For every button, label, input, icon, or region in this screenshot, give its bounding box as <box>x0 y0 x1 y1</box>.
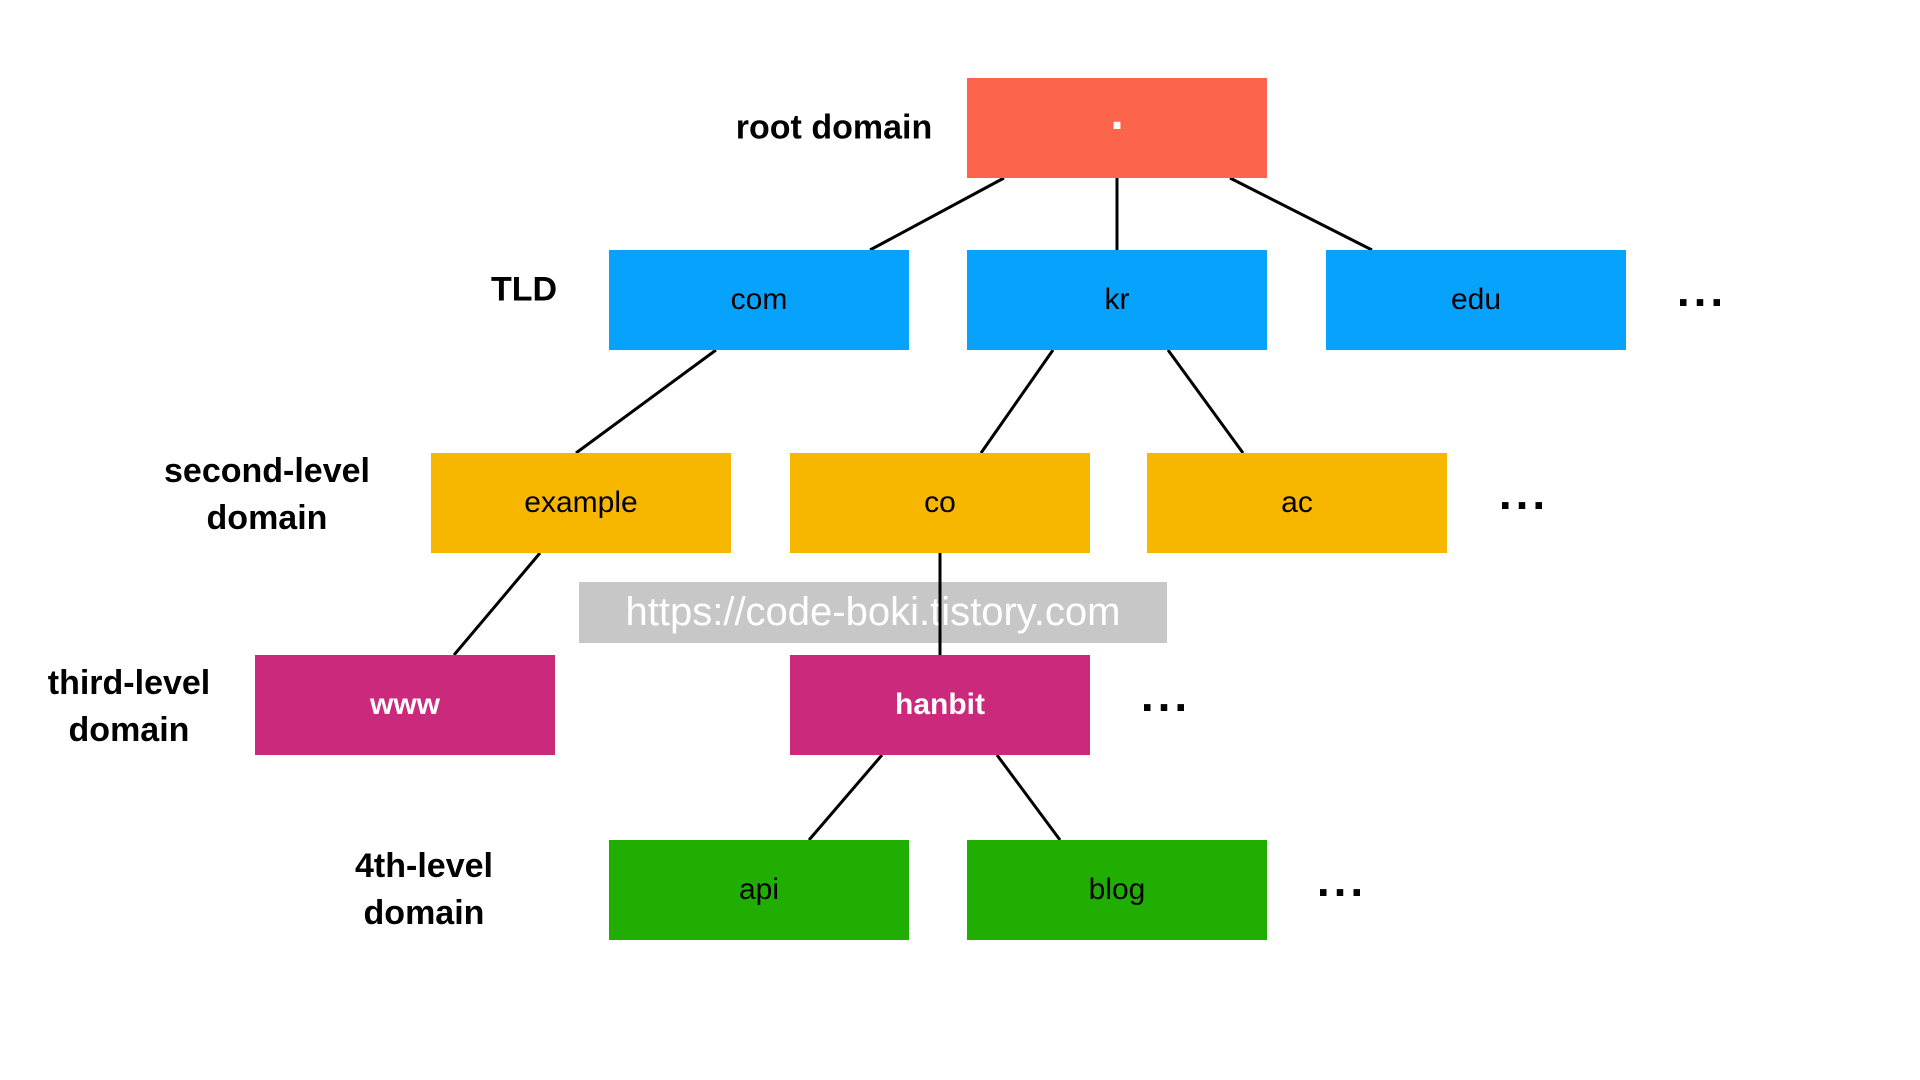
row-label-root-domain: root domain <box>735 108 933 147</box>
ellipsis-4th-level-row: ... <box>1316 854 1368 906</box>
row-label-4th-level-domain: 4th-level domain <box>355 847 493 932</box>
connector-root-edu <box>1229 176 1373 252</box>
ellipsis-second-level-row: ... <box>1498 467 1550 519</box>
connector-kr-co <box>979 349 1055 454</box>
connector-example-www <box>452 552 542 656</box>
node-root-label: . <box>1110 87 1124 140</box>
connector-hanbit-api <box>807 754 884 841</box>
connector-com-example <box>575 348 717 455</box>
connector-root-com <box>869 176 1005 252</box>
node-ac: ac <box>1147 453 1447 553</box>
row-label-second-level-domain: second-level domain <box>164 452 370 537</box>
watermark: https://code-boki.tistory.com <box>579 582 1167 643</box>
connector-kr-ac <box>1166 349 1245 454</box>
node-www: www <box>255 655 555 755</box>
ellipsis-third-level-row: ... <box>1140 669 1192 721</box>
node-com: com <box>609 250 909 350</box>
ellipsis-tld-row: ... <box>1676 264 1728 316</box>
node-example: example <box>431 453 731 553</box>
row-label-tld: TLD <box>490 270 558 309</box>
node-hanbit: hanbit <box>790 655 1090 755</box>
node-api: api <box>609 840 909 940</box>
node-edu: edu <box>1326 250 1626 350</box>
node-root: . <box>967 78 1267 178</box>
node-kr: kr <box>967 250 1267 350</box>
node-co: co <box>790 453 1090 553</box>
connector-hanbit-blog <box>995 754 1062 841</box>
node-blog: blog <box>967 840 1267 940</box>
row-label-third-level-domain: third-level domain <box>47 664 211 749</box>
